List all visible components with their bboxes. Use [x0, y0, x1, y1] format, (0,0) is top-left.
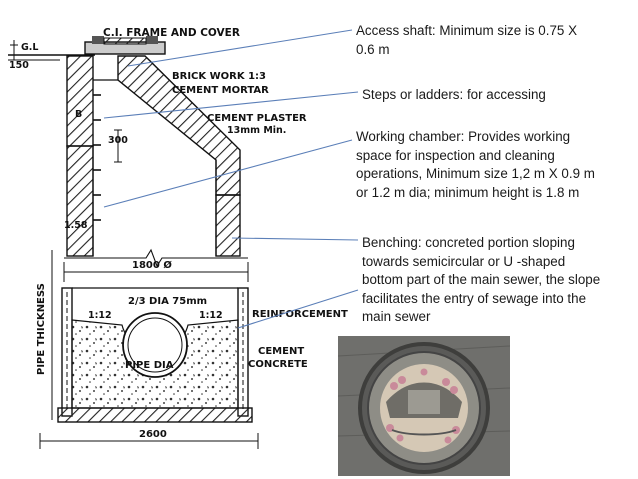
- label-reinforcement: REINFORCEMENT: [252, 309, 348, 320]
- label-plaster-1: CEMENT PLASTER: [207, 113, 307, 124]
- label-plaster-2: 13mm Min.: [227, 125, 286, 136]
- label-dim-1800: 1800 Ø: [132, 259, 172, 271]
- pointer-access-shaft: [127, 29, 353, 67]
- label-dim-2600: 2600: [139, 429, 167, 440]
- label-ratio-right: 1:12: [199, 310, 223, 321]
- pointer-steps: [103, 91, 359, 119]
- sewer-pipe: [122, 312, 188, 378]
- pointer-benching: [231, 237, 359, 241]
- dim-300: [114, 129, 122, 163]
- pointer-benching-2: [237, 289, 359, 329]
- label-brick-2: CEMENT MORTAR: [172, 85, 269, 96]
- label-dim-300: 300: [108, 135, 128, 146]
- cover-frame: [84, 36, 166, 55]
- manhole-cover-photo: [338, 336, 510, 476]
- label-gl: G.L: [21, 42, 38, 53]
- dim-1800: [63, 262, 249, 282]
- label-ratio-left: 1:12: [88, 310, 112, 321]
- note-working-chamber: Working chamber: Provides working space …: [356, 129, 595, 200]
- pointer-working-chamber: [103, 139, 353, 208]
- note-access-shaft: Access shaft: Minimum size is 0.75 X 0.6…: [356, 23, 578, 57]
- label-mark-b: B: [75, 109, 82, 120]
- dim-2600: [39, 433, 259, 449]
- label-pipe-dia: PIPE DIA: [125, 360, 174, 371]
- label-dim-158: 1.58: [64, 220, 88, 231]
- break-line: [64, 248, 248, 268]
- label-frame-cover: C.I. FRAME AND COVER: [103, 27, 240, 39]
- chamber-walls: [66, 145, 241, 257]
- label-cement-2: CONCRETE: [248, 359, 308, 370]
- label-dia-note: 2/3 DIA 75mm: [128, 296, 207, 307]
- label-cement-1: CEMENT: [258, 346, 304, 357]
- label-brick-1: BRICK WORK 1:3: [172, 71, 266, 82]
- label-dim-150: 150: [9, 60, 29, 71]
- base-slab: [57, 407, 253, 423]
- note-benching: Benching: concreted portion sloping towa…: [362, 235, 601, 324]
- ground-line: [8, 40, 95, 61]
- label-pipe-thickness: PIPE THICKNESS: [36, 283, 47, 375]
- steps: [93, 94, 101, 221]
- pointer-lines: [103, 29, 359, 329]
- note-steps: Steps or ladders: for accessing: [362, 87, 546, 102]
